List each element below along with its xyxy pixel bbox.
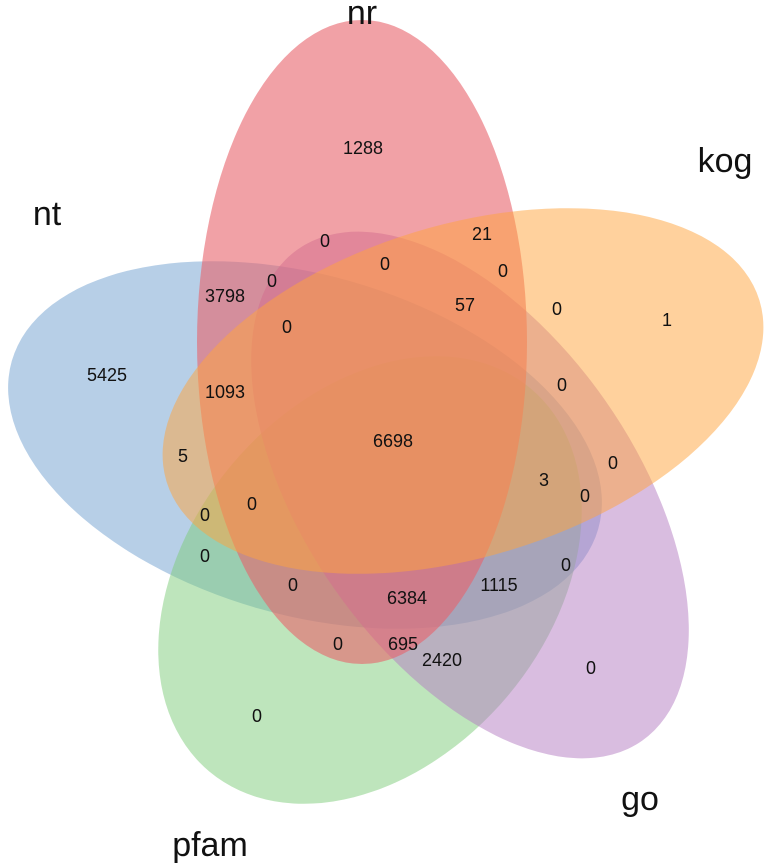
region-count: 0: [320, 231, 330, 251]
region-count: 0: [561, 555, 571, 575]
region-count: 1093: [205, 382, 245, 402]
region-count: 0: [580, 486, 590, 506]
region-count: 0: [282, 317, 292, 337]
region-count: 1: [662, 310, 672, 330]
region-count: 0: [498, 261, 508, 281]
region-count: 1115: [480, 575, 517, 595]
region-count: 0: [608, 453, 618, 473]
region-count: 0: [247, 494, 257, 514]
set-label-nt: nt: [33, 195, 62, 233]
region-count: 6698: [373, 431, 413, 451]
ellipse-kog: [162, 208, 764, 574]
region-count: 0: [252, 706, 262, 726]
region-count: 0: [200, 505, 210, 525]
set-label-pfam: pfam: [172, 826, 248, 864]
region-count: 0: [552, 299, 562, 319]
region-count: 695: [388, 634, 418, 654]
set-labels: nr kog nt pfam go: [33, 0, 753, 864]
region-count: 5: [178, 446, 188, 466]
region-count: 5425: [87, 365, 127, 385]
region-count: 0: [267, 271, 277, 291]
set-ellipses: [8, 20, 764, 804]
region-count: 2420: [422, 650, 462, 670]
set-label-go: go: [621, 780, 659, 818]
region-count: 6384: [387, 588, 427, 608]
set-label-nr: nr: [347, 0, 377, 32]
region-count: 0: [288, 575, 298, 595]
region-count: 57: [455, 295, 475, 315]
region-count: 0: [557, 375, 567, 395]
region-count: 21: [472, 224, 492, 244]
region-count: 0: [333, 634, 343, 654]
region-count: 0: [586, 658, 596, 678]
region-count: 3798: [205, 286, 245, 306]
region-counts: 1288 21 0 0 1 0 0 3798 57 0 5425 0 1093 …: [87, 138, 672, 726]
region-count: 0: [200, 546, 210, 566]
set-label-kog: kog: [698, 142, 753, 180]
region-count: 0: [380, 254, 390, 274]
region-count: 3: [539, 470, 549, 490]
region-count: 1288: [343, 138, 383, 158]
